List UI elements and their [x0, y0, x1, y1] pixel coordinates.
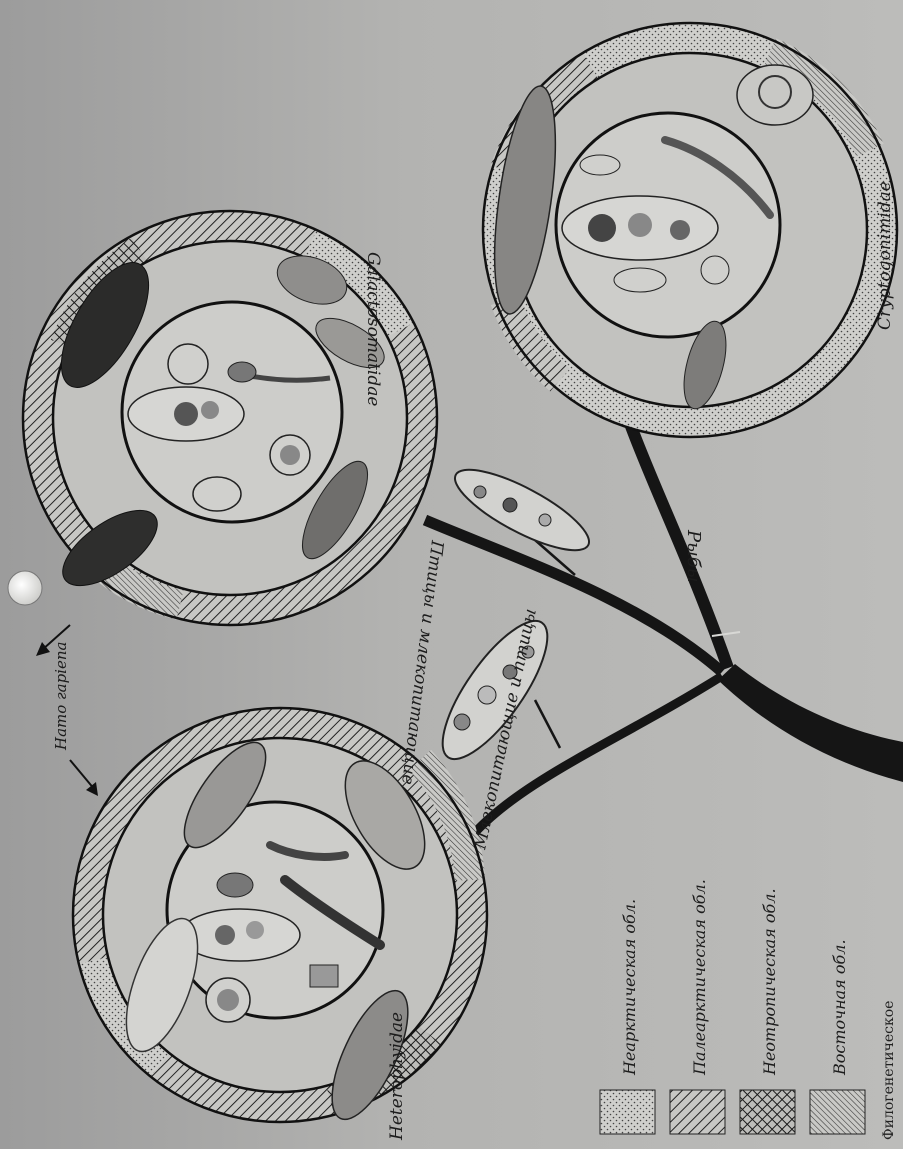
- circle-cryptogonimidae: [483, 23, 897, 437]
- legend-label-nearctic: Неарктическая обл.: [620, 899, 639, 1076]
- legend-swatch-palearctic: [670, 1090, 725, 1134]
- worm-illustration-birds-mammals: [445, 455, 598, 564]
- legend-swatch-neotropical: [740, 1090, 795, 1134]
- family-label-heterophyidae: Heterophyidae: [387, 1012, 407, 1141]
- legend: Неарктическая обл. Палеарктическая обл. …: [600, 879, 865, 1134]
- legend-label-palearctic: Палеарктическая обл.: [690, 879, 709, 1076]
- circle-heterophyidae: [73, 708, 487, 1129]
- arrow-to-heterophyidae: [70, 760, 98, 796]
- legend-label-oriental: Восточная обл.: [830, 939, 849, 1076]
- family-label-galactosomatidae: Galactosomatidae: [363, 252, 383, 406]
- legend-swatch-nearctic: [600, 1090, 655, 1134]
- branch-label-birds-mammals: Птицы и млекопитающие: [397, 538, 447, 785]
- legend-label-neotropical: Неотропическая обл.: [760, 888, 779, 1076]
- caption: Филогенетическое: [881, 1001, 897, 1140]
- family-label-cryptogonimidae: Cryptogonimidae: [875, 181, 895, 330]
- branch-fish: [628, 418, 728, 668]
- branch-label-fish: Рыбы: [683, 529, 704, 582]
- tree-trunk: [718, 664, 903, 782]
- annotation-label: Наmо гарiепа: [52, 642, 70, 751]
- egg-illustration: [8, 571, 42, 605]
- legend-swatch-oriental: [810, 1090, 865, 1134]
